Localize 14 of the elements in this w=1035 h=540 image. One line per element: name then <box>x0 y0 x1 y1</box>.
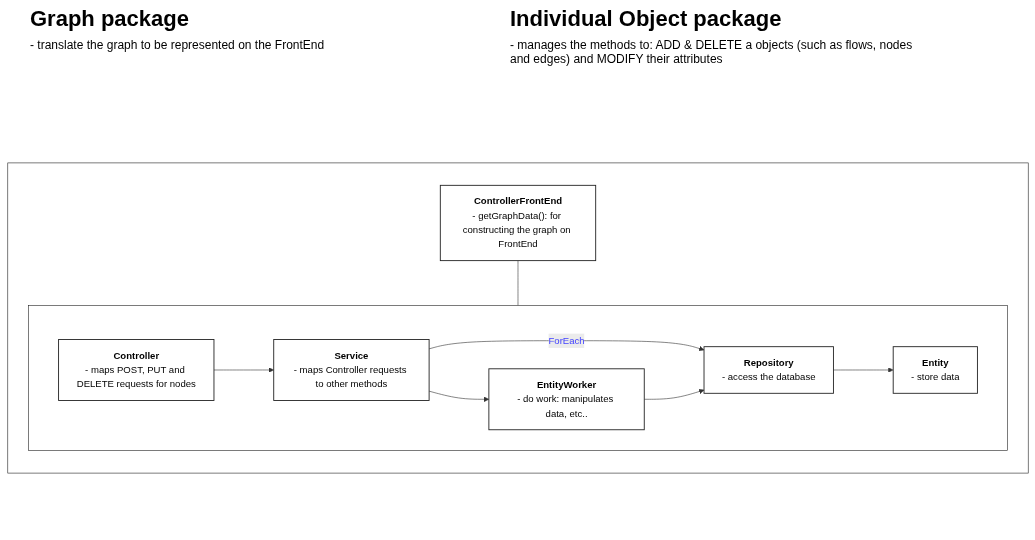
package-description: - translate the graph to be represented on the FrontEnd <box>30 38 326 52</box>
connector <box>517 260 518 306</box>
package-heading: Individual Object package <box>510 6 783 32</box>
node-box: ControllerFrontEnd - getGraphData(): for constructing the graph on FrontEnd <box>439 184 596 262</box>
node-box: EntityWorker - do work: manipulates data, etc.. <box>487 368 645 431</box>
node-box: Service - maps Controller requests to other methods <box>272 339 430 401</box>
package-heading: Graph package <box>30 6 190 32</box>
cluster <box>27 305 1008 451</box>
node-box: Entity - store data <box>892 346 978 394</box>
package-description: - manages the methods to: ADD & DELETE a objects (such as flows, nodes and edges) and MODIFY their attributes <box>510 38 914 66</box>
edge-label: ForEach <box>547 335 585 346</box>
cluster <box>7 162 1028 474</box>
node-box: Repository - access the database <box>703 346 834 394</box>
node-box: Controller - maps POST, PUT and DELETE requests for nodes <box>57 339 214 401</box>
